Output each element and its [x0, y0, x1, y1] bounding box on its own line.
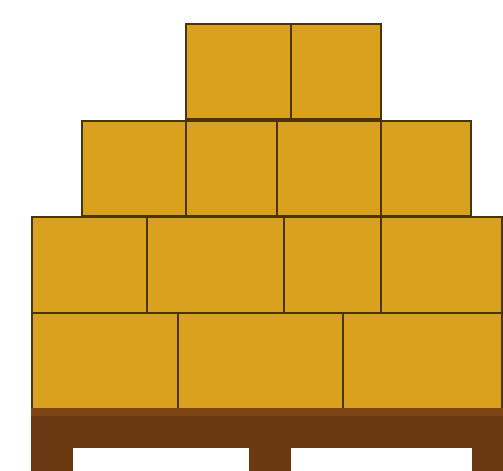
box-row4-3 — [342, 312, 503, 410]
box-row2-2 — [185, 120, 278, 217]
box-row3-4 — [380, 216, 503, 314]
box-row1-2 — [290, 23, 382, 120]
box-row3-2 — [146, 216, 285, 314]
box-row1-1 — [185, 23, 292, 120]
box-row3-3 — [283, 216, 382, 314]
pallet-leg-left — [31, 447, 73, 471]
pallet-deck — [31, 416, 503, 448]
box-row2-3 — [276, 120, 382, 217]
box-row4-1 — [31, 312, 179, 410]
pallet-leg-middle — [249, 447, 291, 471]
pallet-leg-right — [472, 447, 503, 471]
box-row2-4 — [380, 120, 472, 217]
box-row3-1 — [31, 216, 148, 314]
box-row4-2 — [177, 312, 344, 410]
box-row2-1 — [81, 120, 187, 217]
pallet-deck-top — [31, 408, 503, 416]
